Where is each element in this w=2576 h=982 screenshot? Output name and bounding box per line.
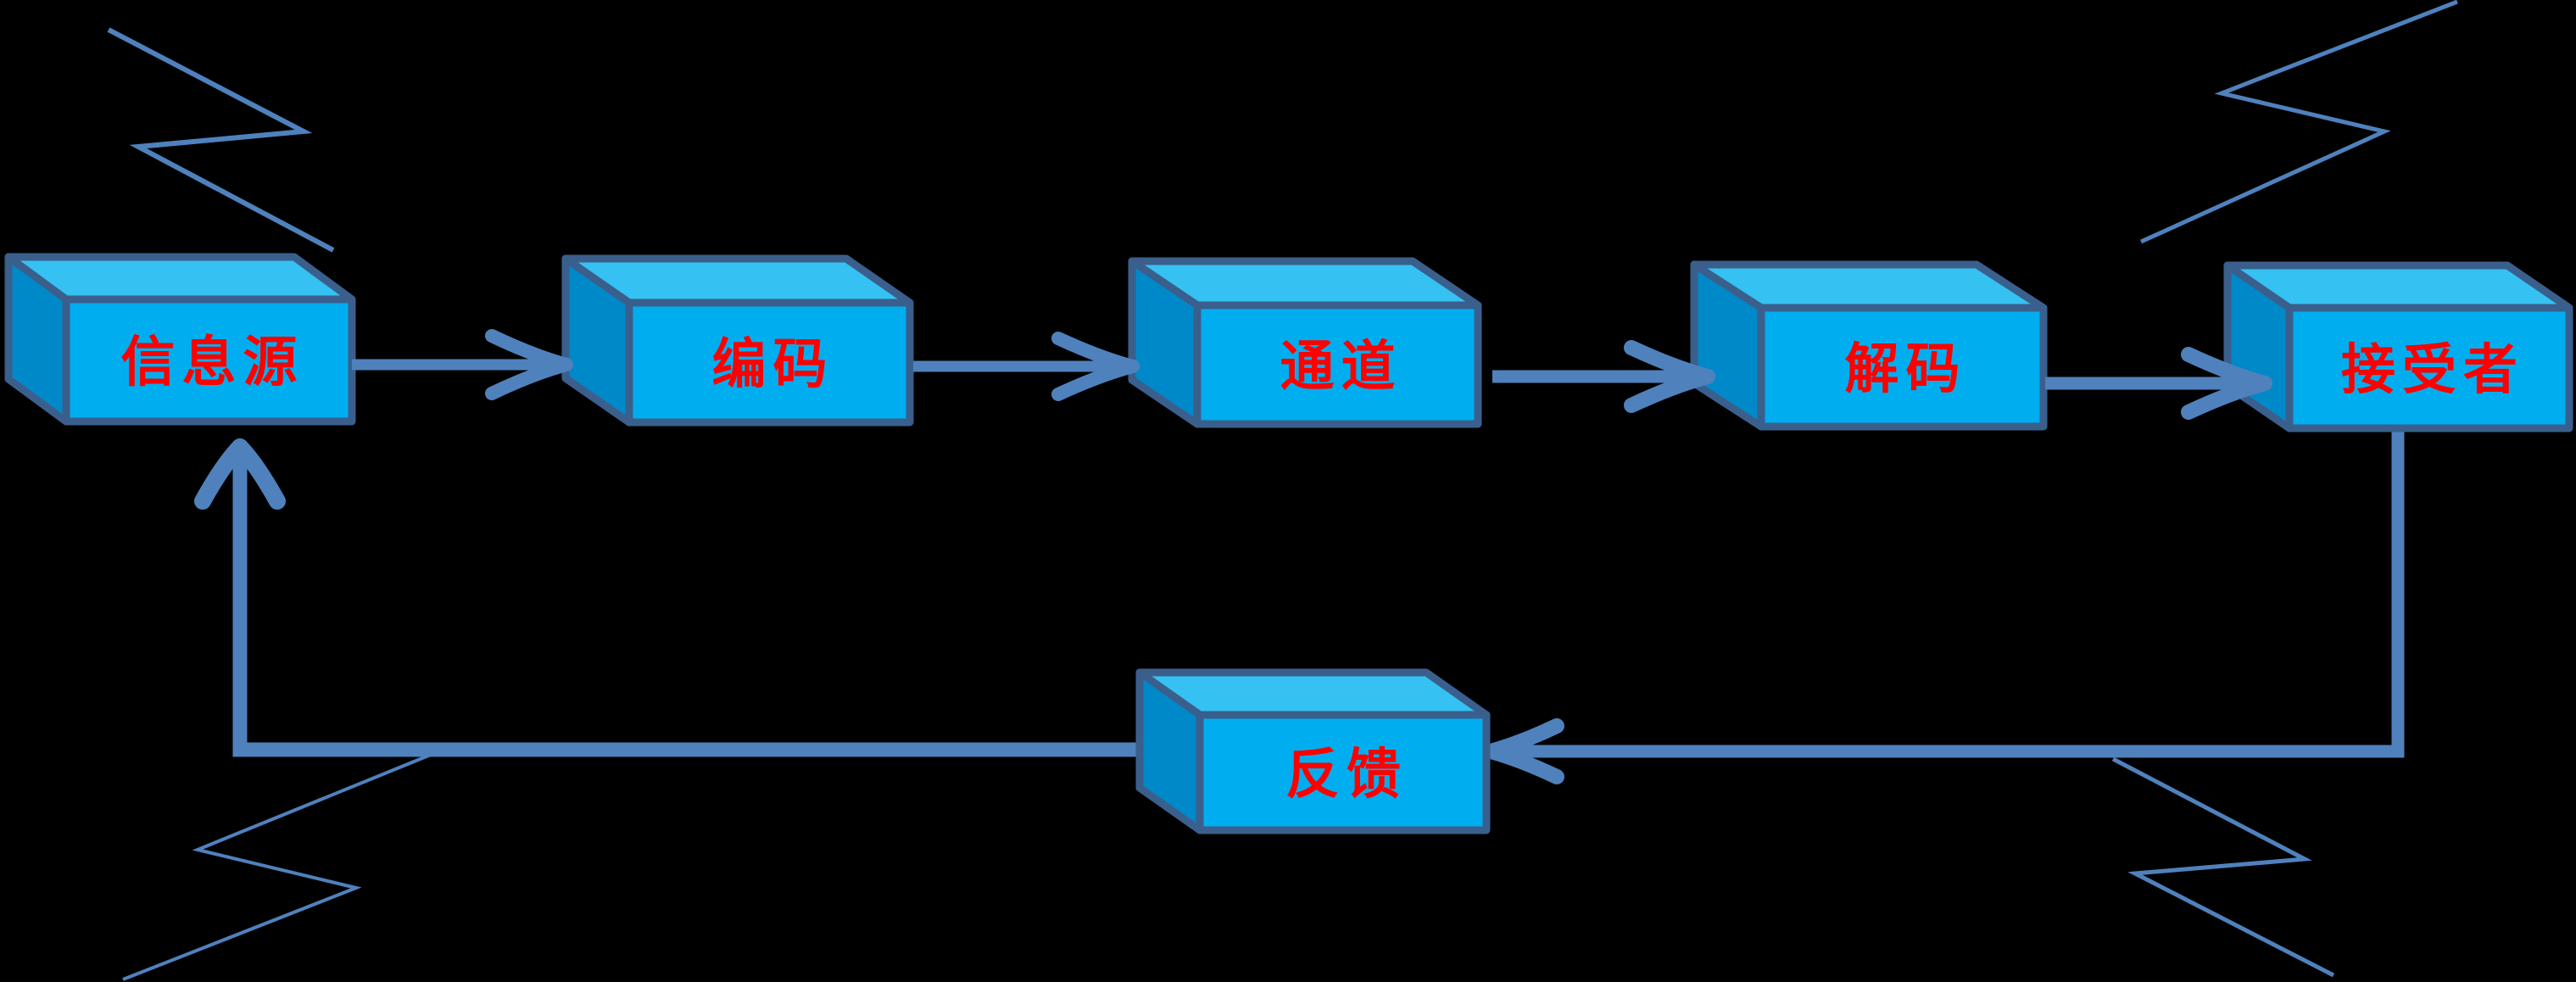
arrow-feedback-to-source-stem [232, 453, 1170, 757]
box-label-decode: 解码 [1845, 338, 1967, 399]
box-front-face [2285, 304, 2573, 432]
box-label-encode: 编码 [712, 334, 834, 395]
arrow-feedback-to-source [194, 438, 1170, 757]
arrow-channel-to-decode [1492, 340, 1715, 413]
arrow-decode-to-receiver-head-barb [2181, 376, 2272, 420]
process-box-encode: 编码 [561, 254, 914, 427]
process-box-feedback: 反馈 [1135, 668, 1491, 834]
box-label-source: 信息源 [121, 332, 304, 393]
process-box-channel: 通道 [1128, 257, 1482, 428]
box-front-face [1757, 304, 2048, 431]
arrow-encode-to-channel-head-barb [1051, 360, 1140, 401]
arrow-receiver-to-feedback-head-barb [1483, 744, 1564, 784]
feedback-connector-layer [194, 424, 2405, 784]
noise-zigzag-bottom-right [2111, 756, 2335, 978]
box-front-face [625, 299, 914, 427]
arrow-encode-to-channel [913, 332, 1140, 401]
noise-lightning-layer [107, 0, 2458, 981]
process-box-decode: 解码 [1690, 260, 2048, 431]
noise-zigzag-top-left [107, 27, 335, 253]
arrow-feedback-to-source-head-barb [231, 438, 286, 510]
box-label-channel: 通道 [1280, 336, 1402, 397]
arrow-receiver-to-feedback-stem [1496, 424, 2405, 758]
box-front-face [1196, 711, 1491, 834]
forward-connector-layer [352, 329, 2272, 420]
box-label-receiver: 接受者 [2341, 339, 2524, 400]
arrow-receiver-to-feedback [1483, 424, 2405, 784]
arrow-channel-to-decode-head-barb [1624, 369, 1715, 413]
process-box-source: 信息源 [4, 253, 356, 426]
noise-zigzag-bottom-left [122, 753, 432, 981]
box-front-face [62, 295, 356, 426]
arrow-source-to-encode-head-barb [485, 358, 573, 400]
arrow-source-to-encode [352, 329, 573, 400]
box-front-face [1193, 301, 1482, 428]
noise-zigzag-top-right [2139, 0, 2458, 244]
process-box-receiver: 接受者 [2223, 261, 2573, 432]
arrow-decode-to-receiver [2045, 347, 2272, 420]
box-label-feedback: 反馈 [1285, 744, 1408, 805]
